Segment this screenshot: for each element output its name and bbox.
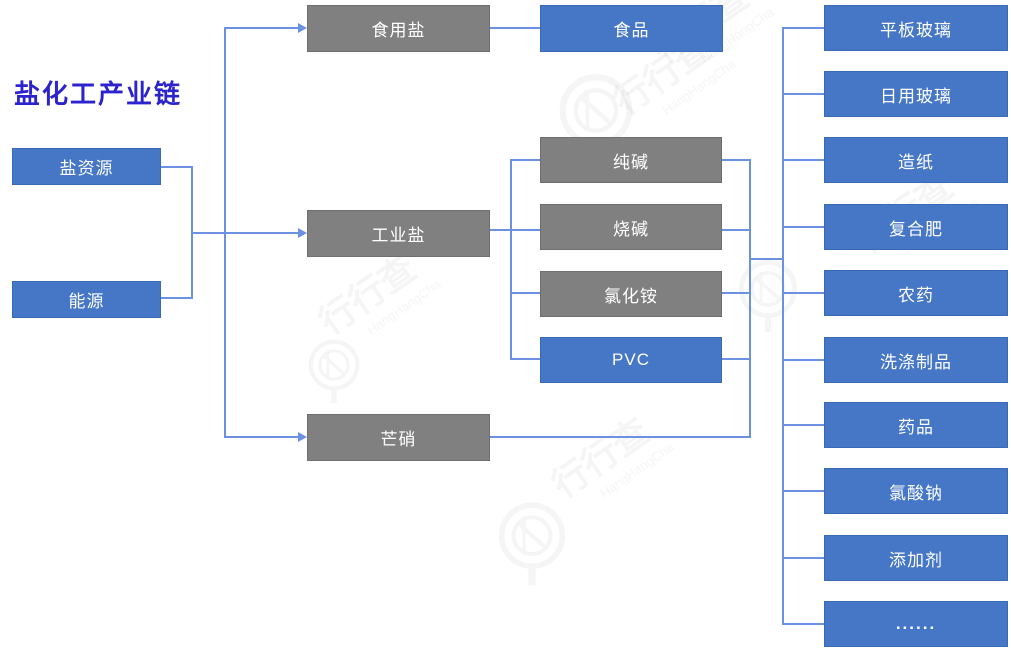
- connector-line: [510, 159, 540, 161]
- hanghangcha-logo-watermark: [303, 338, 365, 408]
- watermark-subtext: HangHangCha: [659, 56, 739, 118]
- node-sodium-chlorate: 氯酸钠: [824, 468, 1008, 514]
- connector-line: [782, 226, 824, 228]
- node-washing-products: 洗涤制品: [824, 337, 1008, 383]
- connector-line: [490, 27, 540, 29]
- connector-line: [161, 297, 192, 299]
- connector-line: [224, 436, 299, 438]
- connector-line: [722, 358, 750, 360]
- connector-line: [224, 27, 299, 29]
- node-flat-glass: 平板玻璃: [824, 5, 1008, 51]
- node-others: ......: [824, 601, 1008, 647]
- hanghangcha-logo-watermark: [492, 500, 572, 592]
- connector-line: [510, 160, 512, 360]
- arrowhead-icon: [298, 228, 307, 238]
- connector-line: [782, 424, 824, 426]
- node-salt-resources: 盐资源: [12, 148, 161, 185]
- connector-line: [510, 292, 540, 294]
- node-compound-fertilizer: 复合肥: [824, 204, 1008, 250]
- connector-line: [782, 27, 824, 29]
- node-pesticide: 农药: [824, 270, 1008, 316]
- node-edible-salt: 食用盐: [307, 5, 490, 52]
- node-energy: 能源: [12, 281, 161, 318]
- connector-line: [722, 159, 750, 161]
- node-caustic-soda: 烧碱: [540, 204, 722, 250]
- connector-line: [510, 358, 540, 360]
- hanghangcha-logo-watermark: [733, 258, 803, 338]
- watermark-subtext: HangHangCha: [364, 276, 444, 338]
- node-industrial-salt: 工业盐: [307, 210, 490, 257]
- connector-line: [782, 623, 824, 625]
- node-papermaking: 造纸: [824, 137, 1008, 183]
- arrowhead-icon: [298, 432, 307, 442]
- connector-line: [490, 229, 540, 231]
- node-pvc: PVC: [540, 337, 722, 383]
- connector-line: [749, 258, 783, 260]
- connector-line: [782, 557, 824, 559]
- connector-line: [191, 232, 299, 234]
- node-ammonium-chloride: 氯化铵: [540, 271, 722, 317]
- node-daily-glass: 日用玻璃: [824, 71, 1008, 117]
- connector-line: [782, 292, 824, 294]
- connector-line: [782, 27, 784, 625]
- connector-line: [782, 93, 824, 95]
- watermark-subtext: HangHangCha: [597, 439, 677, 501]
- connector-line: [722, 292, 750, 294]
- connector-line: [782, 359, 824, 361]
- watermark-text: 行行查: [544, 410, 657, 506]
- watermark: 行行查 HangHangCha: [540, 397, 677, 521]
- connector-line: [161, 166, 192, 168]
- connector-line: [782, 159, 824, 161]
- connector-line: [224, 27, 226, 438]
- node-mirabilite: 芒硝: [307, 414, 490, 461]
- connector-line: [749, 159, 751, 438]
- connector-line: [782, 490, 824, 492]
- arrowhead-icon: [298, 23, 307, 33]
- node-food: 食品: [540, 5, 723, 52]
- page-title: 盐化工产业链: [14, 79, 183, 109]
- node-medicine: 药品: [824, 402, 1008, 448]
- connector-line: [490, 436, 750, 438]
- node-soda-ash: 纯碱: [540, 137, 722, 183]
- node-additives: 添加剂: [824, 535, 1008, 581]
- connector-line: [722, 229, 750, 231]
